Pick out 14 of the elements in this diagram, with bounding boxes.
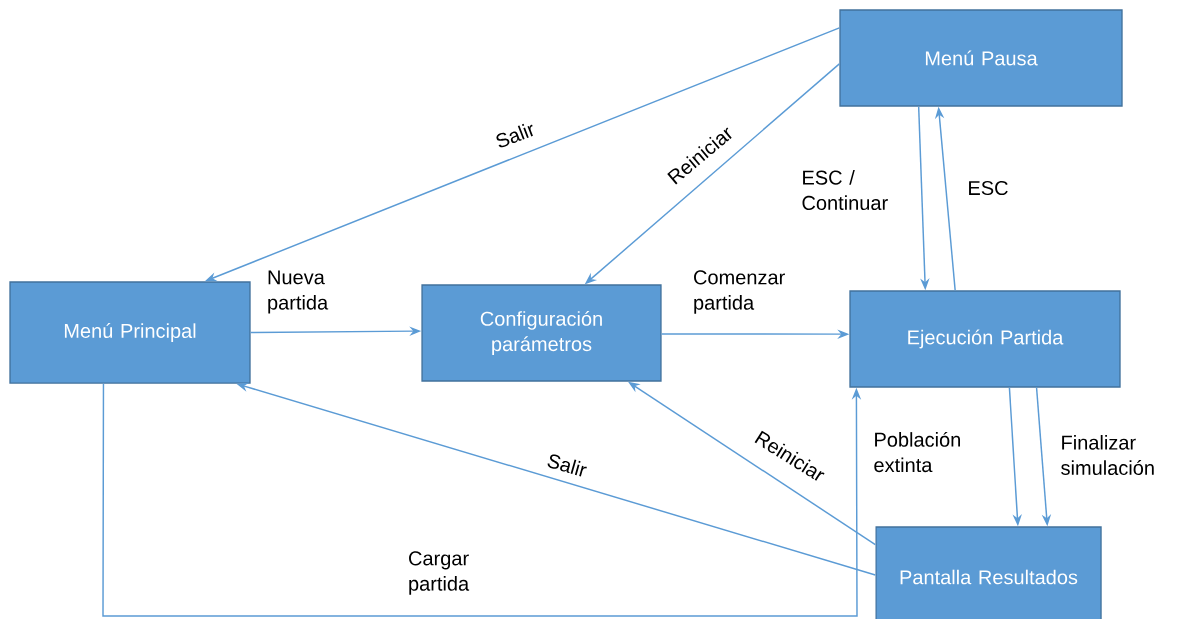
- edge-label: ESC: [969, 180, 1008, 196]
- state-box: Configuración parámetros: [421, 284, 662, 382]
- state-box: Menú Principal: [9, 281, 251, 384]
- edge-label: Comenzar partida: [694, 270, 785, 314]
- edge-label: Salir: [496, 123, 533, 148]
- edge-label: ESC / Continuar: [802, 170, 888, 210]
- state-box: Menú Pausa: [839, 9, 1123, 107]
- state-box: Ejecución Partida: [849, 290, 1121, 388]
- edge-label: Salir: [547, 454, 587, 477]
- state-box: Pantalla Resultados: [875, 526, 1102, 619]
- edge-label: Cargar partida: [409, 551, 470, 595]
- edge-label: Población extinta: [874, 431, 960, 473]
- edge-label: Finalizar simulación: [1061, 435, 1154, 475]
- edge-label: Nueva partida: [268, 270, 329, 314]
